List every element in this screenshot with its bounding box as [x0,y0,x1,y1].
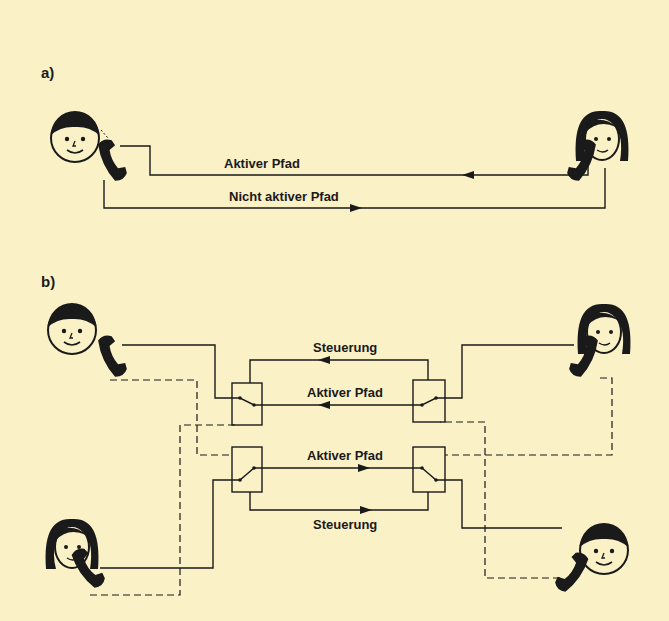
wire [440,422,560,578]
part-label: a) [38,65,57,80]
wire [110,380,232,455]
dashed-wires [90,378,612,595]
control-line [250,492,428,510]
switch-box [232,447,262,492]
handset [567,333,602,380]
switch-box [413,447,445,492]
wire [445,345,574,398]
solid-wires [100,345,574,568]
handset [565,137,600,184]
wire [100,480,232,568]
switch-blade [413,398,445,405]
arrowhead [358,464,370,472]
person-face [46,519,99,569]
switch-box [232,383,262,425]
paths-a [104,146,605,208]
path-label: Aktiver Pfad [304,448,386,463]
switch-symbols [232,398,445,480]
switch-contacts [238,396,438,482]
person-face [578,304,631,354]
handset [95,333,130,380]
handset [95,137,130,184]
wire [445,378,612,455]
arrowhead [360,506,372,514]
active-path-line [262,404,413,405]
person-face [51,111,99,162]
persons-a [51,111,628,183]
switch-blade [232,468,262,480]
arrowhead [318,356,330,364]
control-line [250,360,428,383]
wire [122,345,232,398]
sound-dash [101,130,108,150]
handset [552,549,592,595]
active-path-line [120,146,588,175]
arrowheads-b [318,356,372,514]
control-label: Steuerung [310,340,380,355]
switch-boxes [232,380,445,492]
wire [445,480,562,528]
part-label: b) [38,274,58,289]
switch-blade [232,398,262,405]
arrowhead [318,401,330,409]
wire [90,425,238,595]
active-path-line [262,467,413,468]
arrowhead [350,204,362,212]
switch-box [413,380,445,422]
arrowhead [462,171,474,179]
switch-blade [413,468,445,480]
control-label: Steuerung [310,517,380,532]
persons-b [46,303,631,595]
person-face [48,303,96,354]
person-face [580,523,628,574]
path-label: Aktiver Pfad [304,385,386,400]
path-label: Nicht aktiver Pfad [226,189,342,204]
path-label: Aktiver Pfad [221,156,303,171]
person-face [576,111,629,161]
inactive-path-line [104,168,605,208]
